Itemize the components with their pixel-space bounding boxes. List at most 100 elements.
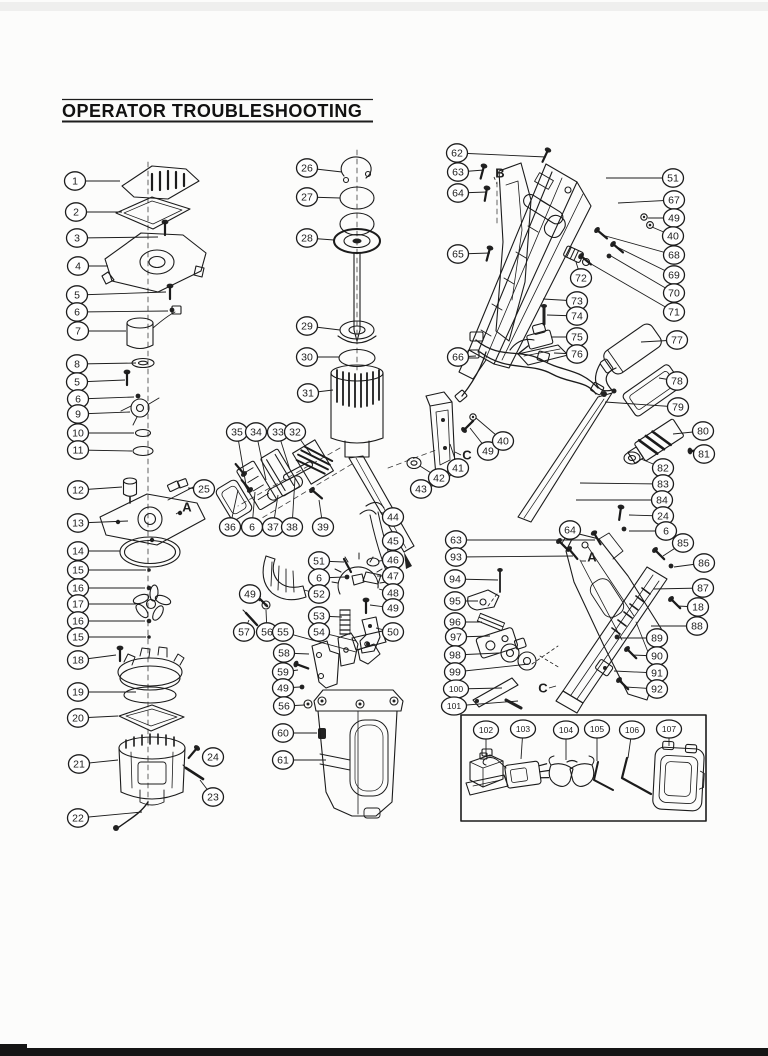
svg-text:69: 69 <box>668 269 680 281</box>
svg-text:87: 87 <box>697 582 709 594</box>
callout-24: 24 <box>201 747 225 767</box>
svg-text:57: 57 <box>238 626 250 638</box>
svg-text:40: 40 <box>497 435 509 447</box>
callout-15: 15 <box>66 560 146 580</box>
callout-104: 104 <box>552 720 580 760</box>
callout-53: 53 <box>307 606 343 626</box>
svg-text:13: 13 <box>72 517 84 529</box>
svg-text:37: 37 <box>267 521 279 533</box>
callout-13: 13 <box>66 513 129 533</box>
callout-90: 90 <box>631 646 669 666</box>
svg-text:59: 59 <box>277 666 289 678</box>
scan-bar-bottom <box>0 1048 768 1056</box>
callout-62: 62 <box>445 143 547 163</box>
svg-text:78: 78 <box>671 375 683 387</box>
svg-text:6: 6 <box>74 306 80 318</box>
svg-text:104: 104 <box>559 725 573 735</box>
callout-89: 89 <box>620 628 669 648</box>
svg-text:39: 39 <box>317 521 329 533</box>
callout-73: 73 <box>542 291 589 311</box>
svg-text:54: 54 <box>313 626 325 638</box>
svg-text:36: 36 <box>224 521 236 533</box>
svg-text:97: 97 <box>450 631 462 643</box>
callout-76: 76 <box>553 344 589 364</box>
callout-107: 107 <box>655 719 683 746</box>
callout-102: 102 <box>472 720 500 757</box>
svg-text:44: 44 <box>387 511 399 523</box>
callout-82: 82 <box>640 458 675 478</box>
callout-48: 48 <box>378 583 405 603</box>
motor-assembly-drawing <box>99 165 207 831</box>
svg-text:65: 65 <box>452 248 464 260</box>
svg-text:50: 50 <box>387 626 399 638</box>
callout-15: 15 <box>66 627 146 647</box>
callout-25: 25 <box>187 479 216 499</box>
callout-59: 59 <box>271 662 299 682</box>
callout-80: 80 <box>672 421 715 441</box>
svg-text:102: 102 <box>479 725 493 735</box>
callout-100: 100 <box>442 679 503 699</box>
callout-49: 49 <box>648 208 686 228</box>
callout-55: 55 <box>271 622 357 653</box>
svg-text:98: 98 <box>449 649 461 661</box>
callout-33: 33 <box>266 422 291 471</box>
callout-31: 31 <box>296 383 334 403</box>
svg-text:64: 64 <box>564 524 576 536</box>
svg-text:75: 75 <box>571 331 583 343</box>
svg-text:43: 43 <box>415 483 427 495</box>
svg-text:70: 70 <box>668 287 680 299</box>
svg-text:40: 40 <box>667 230 679 242</box>
accessory-box-frame <box>460 714 707 822</box>
view-letter-C: C <box>538 681 557 696</box>
driver-assembly-drawing <box>215 156 477 819</box>
svg-text:55: 55 <box>277 626 289 638</box>
svg-text:82: 82 <box>657 462 669 474</box>
callout-39: 39 <box>311 499 335 537</box>
hex-wrench-small-icon <box>593 761 614 791</box>
callout-14: 14 <box>66 541 120 561</box>
callout-81: 81 <box>688 444 716 464</box>
callout-84: 84 <box>576 490 674 510</box>
callout-78: 78 <box>658 371 689 391</box>
callout-79: 79 <box>604 397 690 417</box>
svg-text:20: 20 <box>72 712 84 724</box>
svg-text:107: 107 <box>662 724 676 734</box>
callout-10: 10 <box>66 423 134 443</box>
callout-12: 12 <box>66 480 123 500</box>
callout-54: 54 <box>307 622 357 642</box>
callout-75: 75 <box>551 327 589 347</box>
callout-65: 65 <box>446 244 491 264</box>
view-letter-A: A <box>581 550 597 565</box>
svg-text:56: 56 <box>261 626 273 638</box>
svg-text:99: 99 <box>449 666 461 678</box>
svg-text:A: A <box>587 550 597 565</box>
svg-text:6: 6 <box>249 521 255 533</box>
callout-63: 63 <box>446 162 485 182</box>
callout-49: 49 <box>238 584 262 604</box>
callout-64: 64 <box>446 183 488 203</box>
svg-text:86: 86 <box>698 557 710 569</box>
callout-18: 18 <box>676 597 710 617</box>
callout-85: 85 <box>662 533 695 557</box>
callout-70: 70 <box>610 255 686 303</box>
svg-text:80: 80 <box>697 425 709 437</box>
svg-text:A: A <box>182 500 192 515</box>
callout-49: 49 <box>271 678 301 698</box>
callout-34: 34 <box>244 422 268 481</box>
svg-text:3: 3 <box>74 232 80 244</box>
callout-5: 5 <box>65 372 126 392</box>
svg-text:46: 46 <box>387 554 399 566</box>
callout-43: 43 <box>409 476 438 499</box>
svg-text:31: 31 <box>302 387 314 399</box>
svg-text:38: 38 <box>286 521 298 533</box>
callout-19: 19 <box>66 682 136 702</box>
callout-21: 21 <box>67 754 119 774</box>
svg-text:56: 56 <box>278 700 290 712</box>
svg-text:5: 5 <box>74 289 80 301</box>
svg-text:53: 53 <box>313 610 325 622</box>
view-letter-A: A <box>175 500 192 515</box>
callout-88: 88 <box>651 616 709 636</box>
svg-text:24: 24 <box>207 751 219 763</box>
svg-text:21: 21 <box>73 758 85 770</box>
